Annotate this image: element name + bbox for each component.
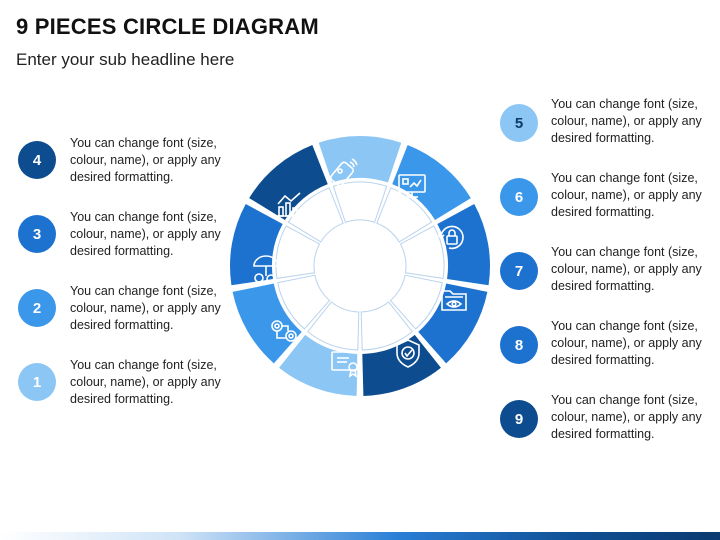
segment-5 xyxy=(318,136,402,183)
page-subtitle: Enter your sub headline here xyxy=(16,50,235,69)
item-text-7: You can change font (size, colour, name)… xyxy=(551,245,702,293)
diagram-segments xyxy=(230,136,490,396)
gears-icon xyxy=(271,320,297,342)
number-badge-1: 1 xyxy=(18,363,56,401)
inner-segment-5 xyxy=(332,181,388,224)
item-text-1: You can change font (size, colour, name)… xyxy=(70,358,221,406)
inner-segment-2 xyxy=(277,274,331,330)
item-text-5: You can change font (size, colour, name)… xyxy=(551,97,702,145)
segment-6 xyxy=(392,145,471,221)
segment-4 xyxy=(249,145,328,221)
segment-2 xyxy=(232,283,302,364)
number-badge-2: 2 xyxy=(18,289,56,327)
certificate-icon xyxy=(331,351,359,378)
item-text-2: You can change font (size, colour, name)… xyxy=(70,284,221,332)
number-badge-9: 9 xyxy=(500,400,538,438)
number-badge-8: 8 xyxy=(500,326,538,364)
segment-8 xyxy=(418,283,488,364)
inner-segment-6 xyxy=(376,187,433,243)
item-text-9: You can change font (size, colour, name)… xyxy=(551,393,702,441)
segment-7 xyxy=(437,203,490,286)
segment-1 xyxy=(279,334,358,396)
inner-segment-8 xyxy=(389,274,443,330)
item-text-4: You can change font (size, colour, name)… xyxy=(70,136,221,184)
page-title: 9 PIECES CIRCLE DIAGRAM xyxy=(16,14,319,39)
number-badge-7: 7 xyxy=(500,252,538,290)
circle-diagram xyxy=(230,136,490,396)
inner-segment-1 xyxy=(307,301,360,351)
lock-cycle-icon xyxy=(437,225,464,250)
number-badge-6: 6 xyxy=(500,178,538,216)
inner-segment-9 xyxy=(360,301,413,351)
item-text-8: You can change font (size, colour, name)… xyxy=(551,319,702,367)
number-badge-3: 3 xyxy=(18,215,56,253)
segment-9 xyxy=(362,334,441,396)
folder-eye-icon xyxy=(441,290,467,311)
remote-control-icon xyxy=(329,158,358,187)
inner-segment-4 xyxy=(287,187,344,243)
segment-3 xyxy=(230,203,283,286)
bar-chart-icon xyxy=(277,192,303,217)
diagram-icons xyxy=(253,158,467,378)
umbrella-money-icon xyxy=(253,255,279,284)
inner-segment-7 xyxy=(399,225,445,279)
bottom-accent-bar xyxy=(0,532,720,540)
shield-check-icon xyxy=(396,339,420,368)
item-text-3: You can change font (size, colour, name)… xyxy=(70,210,221,258)
inner-segment-3 xyxy=(275,225,321,279)
number-badge-4: 4 xyxy=(18,141,56,179)
item-text-6: You can change font (size, colour, name)… xyxy=(551,171,702,219)
monitor-dashboard-icon xyxy=(398,174,426,198)
number-badge-5: 5 xyxy=(500,104,538,142)
